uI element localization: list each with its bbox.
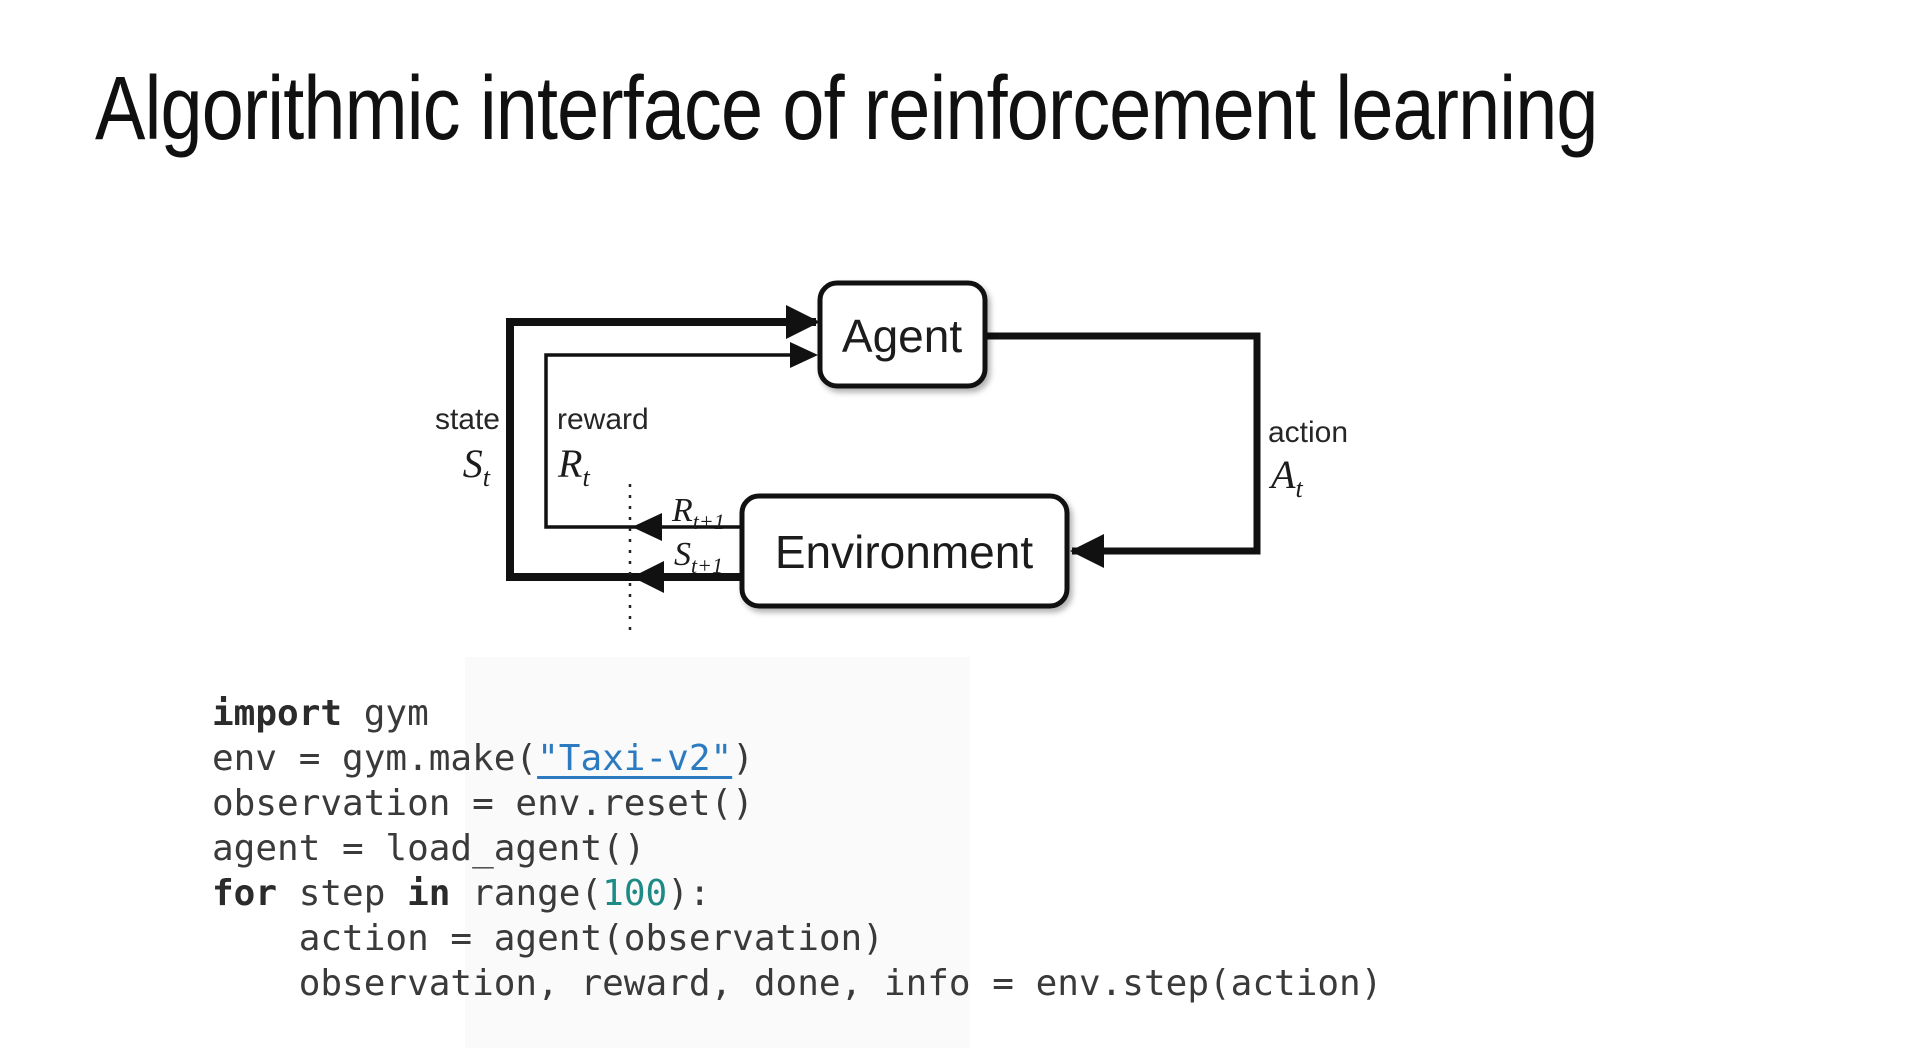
- code-token: action = agent(observation): [212, 918, 884, 959]
- code-token: gym: [342, 693, 429, 734]
- reward-symbol-label: Rt: [557, 441, 590, 492]
- environment-box: [739, 493, 1070, 609]
- code-line: import gym: [212, 691, 1382, 736]
- code-line: env = gym.make("Taxi-v2"): [212, 736, 1382, 781]
- next-reward-symbol-label: Rt+1: [671, 492, 725, 534]
- code-token: range(: [450, 873, 603, 914]
- reward-arrowhead-into-agent: [790, 342, 818, 368]
- action-symbol-label: At: [1268, 452, 1303, 503]
- slide-title: Algorithmic interface of reinforcement l…: [95, 59, 1598, 159]
- code-line: action = agent(observation): [212, 916, 1382, 961]
- code-token: ): [732, 738, 754, 779]
- code-token: ):: [667, 873, 711, 914]
- state-flow-line: [506, 318, 816, 581]
- taxi-v2-link[interactable]: "Taxi-v2": [537, 738, 733, 779]
- action-arrowhead-into-environment: [1070, 534, 1104, 568]
- code-line: agent = load_agent(): [212, 826, 1382, 871]
- code-token: agent = load_agent(): [212, 828, 646, 869]
- action-word-label: action: [1268, 416, 1348, 449]
- environment-label: Environment: [775, 526, 1033, 578]
- code-screenshot-background: [465, 657, 970, 1048]
- reward-word-label: reward: [557, 403, 649, 436]
- code-line: observation, reward, done, info = env.st…: [212, 961, 1383, 1006]
- code-line: for step in range(100):: [212, 871, 1382, 916]
- agent-label: Agent: [842, 310, 962, 362]
- code-token: step: [277, 873, 408, 914]
- code-token: 100: [602, 873, 668, 914]
- next-state-symbol-label: St+1: [674, 536, 723, 578]
- rl-loop-diagram: Agent Environment state St reward Rt act…: [435, 280, 1348, 634]
- code-token: for: [212, 873, 278, 914]
- action-flow-line: [985, 332, 1261, 555]
- code-token: observation = env.reset(): [212, 783, 754, 824]
- code-token: import: [212, 693, 343, 734]
- state-symbol-label: St: [463, 441, 491, 492]
- code-token: in: [407, 873, 451, 914]
- reward-arrowhead-at-boundary: [632, 513, 662, 541]
- state-word-label: state: [435, 403, 500, 436]
- agent-box: [817, 280, 988, 389]
- code-token: observation, reward, done, info = env.st…: [212, 963, 1383, 1004]
- code-token: env = gym.make(: [212, 738, 538, 779]
- state-arrowhead-into-agent: [786, 305, 820, 339]
- code-line: observation = env.reset(): [212, 781, 1382, 826]
- state-arrowhead-at-boundary: [632, 561, 664, 593]
